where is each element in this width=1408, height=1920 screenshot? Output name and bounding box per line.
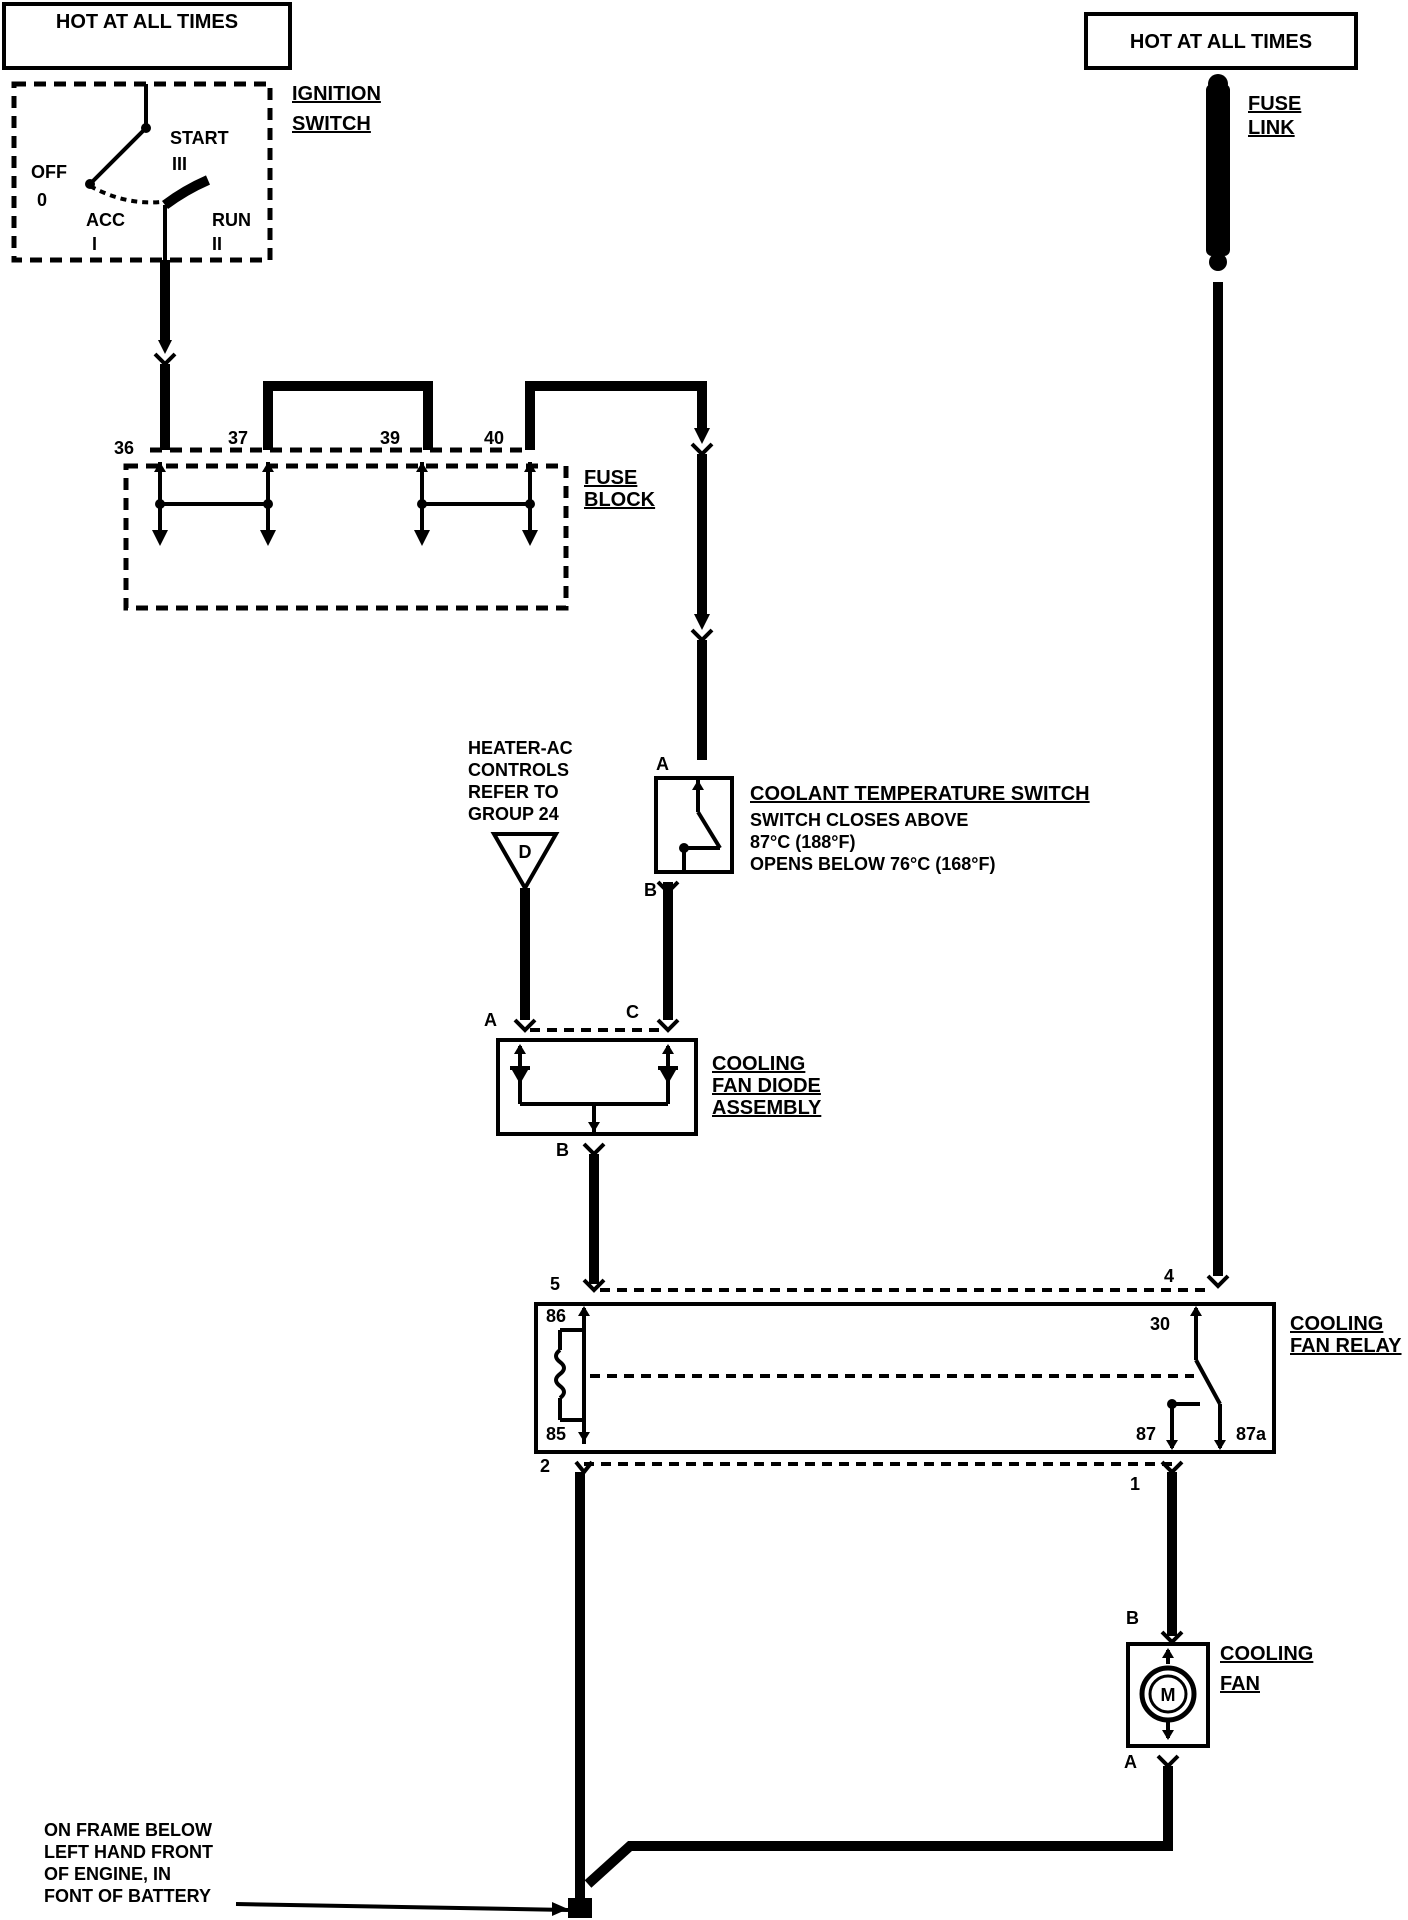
svg-text:RUN: RUN [212,210,251,230]
svg-text:BLOCK: BLOCK [584,489,656,511]
svg-text:FONT OF BATTERY: FONT OF BATTERY [44,1886,211,1906]
svg-text:B: B [556,1140,569,1160]
fuse-link: FUSE LINK [1206,74,1301,271]
svg-text:40: 40 [484,428,504,448]
svg-text:START: START [170,128,229,148]
wire-fan-to-ground [584,1766,1173,1888]
wire-jumper-37-39 [263,381,433,450]
svg-text:5: 5 [550,1274,560,1294]
svg-text:86: 86 [546,1306,566,1326]
svg-text:SWITCH CLOSES ABOVE: SWITCH CLOSES ABOVE [750,810,968,830]
wire-fuse40-to-coolant-switch [525,381,707,450]
svg-text:LEFT HAND FRONT: LEFT HAND FRONT [44,1842,213,1862]
svg-text:HOT AT ALL TIMES: HOT AT ALL TIMES [1130,31,1312,53]
coolant-switch-label: COOLANT TEMPERATURE SWITCH SWITCH CLOSES… [750,783,1090,874]
cooling-fan: M B A [1124,1608,1210,1772]
svg-text:30: 30 [1150,1314,1170,1334]
svg-text:II: II [212,234,222,254]
svg-text:IGNITION: IGNITION [292,83,381,105]
svg-text:I: I [92,234,97,254]
fuse-block: 36 37 39 40 [114,428,569,611]
svg-text:COOLING: COOLING [1220,1643,1313,1665]
diode-assembly-label: COOLING FAN DIODE ASSEMBLY [712,1053,822,1119]
svg-text:D: D [519,842,532,862]
svg-text:A: A [656,754,669,774]
svg-text:OPENS BELOW 76°C (168°F): OPENS BELOW 76°C (168°F) [750,854,995,874]
svg-text:B: B [644,880,657,900]
svg-text:HEATER-AC: HEATER-AC [468,738,573,758]
svg-text:87a: 87a [1236,1424,1267,1444]
connector-d: D [490,832,560,893]
svg-text:FAN RELAY: FAN RELAY [1290,1335,1402,1357]
svg-text:0: 0 [37,190,47,210]
hot-at-all-times-left: HOT AT ALL TIMES [2,2,292,70]
cooling-fan-relay: 86 85 30 87 87a 5 4 2 1 [534,1266,1276,1494]
heater-ac-reference: HEATER-AC CONTROLS REFER TO GROUP 24 [468,738,573,824]
svg-text:37: 37 [228,428,248,448]
svg-text:III: III [172,154,187,174]
svg-text:FAN: FAN [1220,1673,1260,1695]
relay-label: COOLING FAN RELAY [1290,1313,1402,1357]
ground-point: ON FRAME BELOW LEFT HAND FRONT OF ENGINE… [44,1820,592,1918]
svg-text:85: 85 [546,1424,566,1444]
svg-text:SWITCH: SWITCH [292,113,371,135]
svg-text:B: B [1126,1608,1139,1628]
svg-text:36: 36 [114,438,134,458]
svg-text:ON FRAME BELOW: ON FRAME BELOW [44,1820,212,1840]
svg-text:CONTROLS: CONTROLS [468,760,569,780]
svg-text:87°C (188°F): 87°C (188°F) [750,832,855,852]
svg-text:39: 39 [380,428,400,448]
svg-text:4: 4 [1164,1266,1174,1286]
svg-text:COOLING: COOLING [712,1053,805,1075]
cooling-fan-label: COOLING FAN [1220,1643,1313,1695]
coolant-temperature-switch: A B [644,754,734,900]
svg-text:OFF: OFF [31,162,67,182]
cooling-fan-diode-assembly: A C B [484,1002,698,1160]
svg-text:87: 87 [1136,1424,1156,1444]
svg-text:COOLING: COOLING [1290,1313,1383,1335]
svg-text:A: A [1124,1752,1137,1772]
svg-text:COOLANT TEMPERATURE SWITCH: COOLANT TEMPERATURE SWITCH [750,783,1090,805]
svg-text:HOT AT ALL TIMES: HOT AT ALL TIMES [56,11,238,33]
fuse-block-label: FUSE BLOCK [584,467,656,511]
svg-text:FUSE: FUSE [584,467,637,489]
svg-text:ASSEMBLY: ASSEMBLY [712,1097,822,1119]
svg-text:FAN DIODE: FAN DIODE [712,1075,821,1097]
svg-text:M: M [1161,1685,1176,1705]
ignition-switch-label: IGNITION SWITCH [292,83,381,135]
svg-text:FUSE: FUSE [1248,93,1301,115]
ignition-switch: OFF 0 START III ACC I RUN II [11,81,273,263]
svg-text:2: 2 [540,1456,550,1476]
svg-text:LINK: LINK [1248,117,1295,139]
svg-text:GROUP 24: GROUP 24 [468,804,559,824]
svg-text:C: C [626,1002,639,1022]
svg-text:A: A [484,1010,497,1030]
svg-text:ACC: ACC [86,210,125,230]
svg-text:REFER TO: REFER TO [468,782,559,802]
svg-text:1: 1 [1130,1474,1140,1494]
svg-text:OF ENGINE, IN: OF ENGINE, IN [44,1864,171,1884]
hot-at-all-times-right: HOT AT ALL TIMES [1084,12,1358,70]
